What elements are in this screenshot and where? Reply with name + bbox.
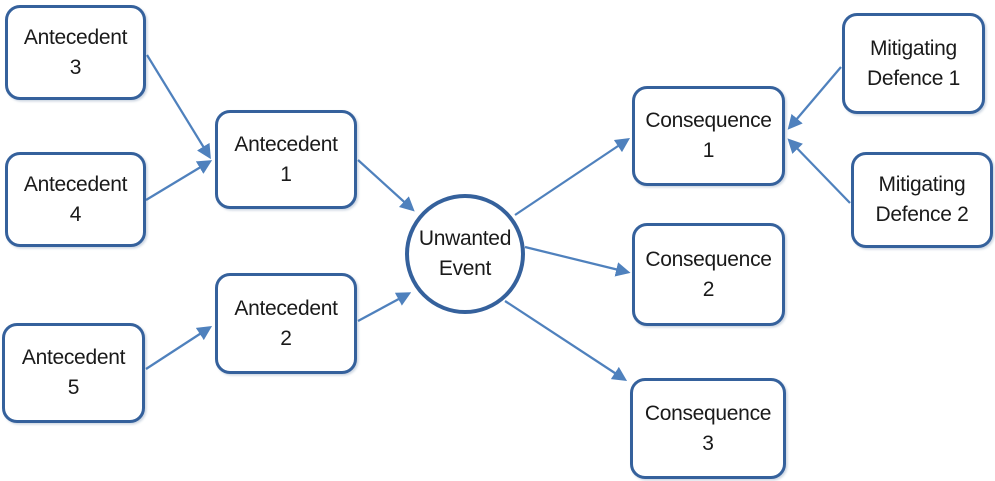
node-consequence-2: Consequence 2 [632,223,785,326]
node-antecedent-3: Antecedent 3 [5,5,146,100]
arrow-antecedent-2-to-unwanted-event [357,292,412,322]
node-label-line2: Event [438,257,492,280]
node-label-line2: 2 [280,326,292,350]
node-label-line1: Consequence [645,109,772,132]
node-antecedent-1: Antecedent 1 [215,110,357,209]
node-label-line2: 3 [69,55,82,79]
node-label-line2: Defence 2 [875,203,969,226]
node-label-line2: 5 [67,376,80,399]
node-mitigating-defence-2: Mitigating Defence 2 [851,152,993,248]
node-label-line1: Unwanted [418,227,512,250]
arrow-unwanted-event-to-consequence-2 [524,245,631,277]
node-label-line1: Antecedent [234,132,338,156]
arrow-unwanted-event-to-consequence-3 [504,300,628,382]
node-consequence-1: Consequence 1 [632,86,785,186]
arrow-antecedent-3-to-antecedent-1 [146,54,211,160]
node-label-line2: 4 [69,202,82,226]
node-label-line1: Antecedent [23,172,128,196]
node-label-line1: Mitigating [878,173,966,196]
node-label-line1: Antecedent [234,296,338,320]
node-mitigating-defence-1: Mitigating Defence 1 [842,13,985,114]
node-label-line1: Consequence [645,247,772,271]
node-antecedent-5: Antecedent 5 [2,323,145,423]
arrow-antecedent-1-to-unwanted-event [357,159,415,212]
node-label-line1: Antecedent [21,346,126,369]
arrow-antecedent-4-to-antecedent-1 [145,160,213,201]
arrow-unwanted-event-to-consequence-1 [514,137,631,216]
node-label-line2: 1 [280,162,292,186]
arrow-antecedent-5-to-antecedent-2 [145,326,213,370]
node-antecedent-2: Antecedent 2 [215,273,357,374]
node-label-line1: Antecedent [23,25,128,49]
node-label-line2: 3 [702,431,714,455]
node-antecedent-4: Antecedent 4 [5,152,146,247]
node-unwanted-event: Unwanted Event [405,194,525,314]
node-label-line2: 2 [702,277,715,301]
node-consequence-3: Consequence 3 [630,378,786,479]
arrow-mitigating-defence-1-to-consequence-1 [787,66,842,130]
node-label-line2: 1 [702,139,715,162]
node-label-line1: Consequence [644,401,772,425]
node-label-line1: Mitigating [870,36,957,60]
node-label-line2: Defence 1 [866,66,961,90]
arrow-mitigating-defence-2-to-consequence-1 [787,138,851,204]
